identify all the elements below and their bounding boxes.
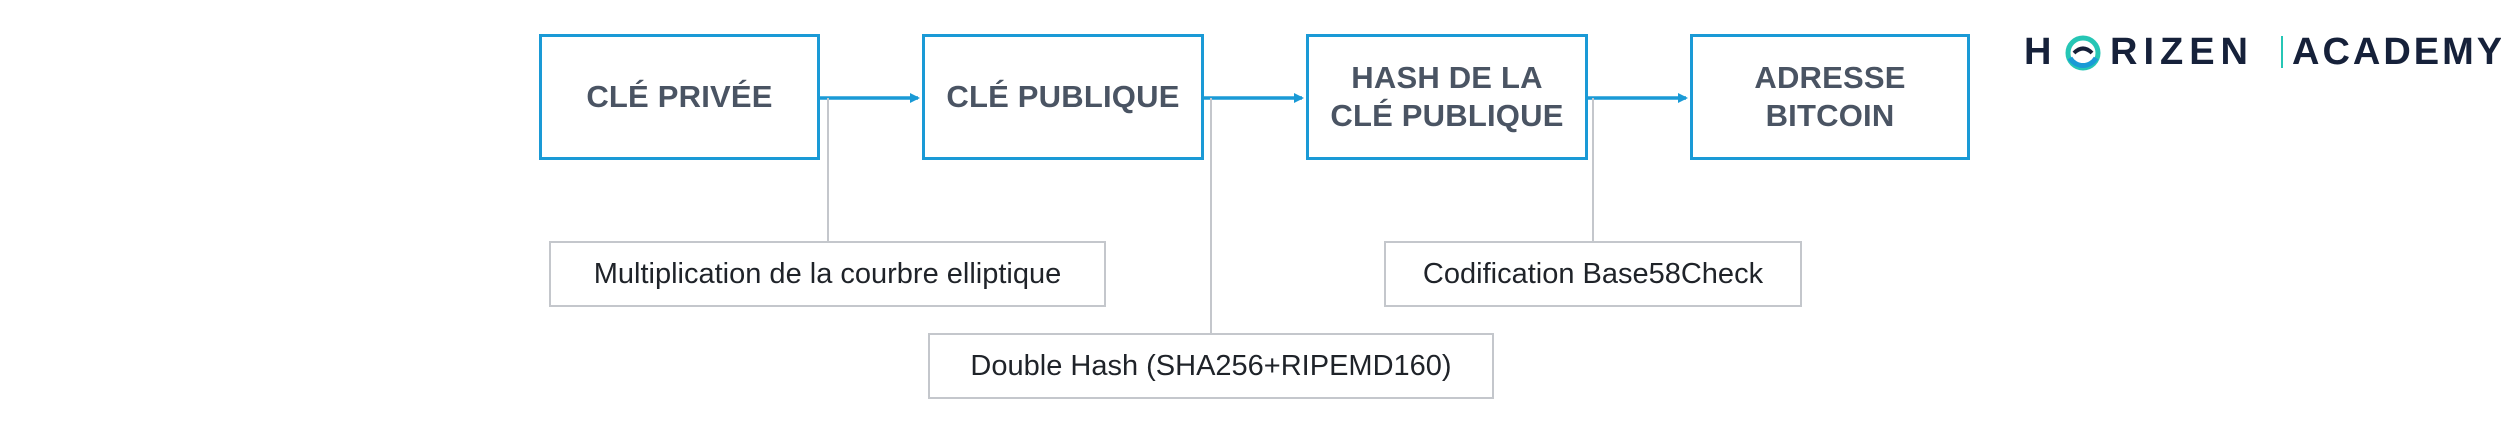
logo-word-rizen: RIZEN (2110, 31, 2254, 73)
horizen-academy-logo: H RIZEN ACADEMY (2024, 28, 2501, 76)
note-double-hash: Double Hash (SHA256+RIPEMD160) (928, 333, 1494, 399)
node-public-key-hash: HASH DE LA CLÉ PUBLIQUE (1306, 34, 1588, 160)
node-public-key-hash-line2: CLÉ PUBLIQUE (1330, 98, 1564, 133)
logo-o-mark-icon (2065, 35, 2101, 71)
logo-divider (2281, 36, 2283, 68)
node-bitcoin-address-line1: ADRESSE (1754, 60, 1906, 95)
note-double-hash-label: Double Hash (SHA256+RIPEMD160) (970, 349, 1452, 382)
node-private-key: CLÉ PRIVÉE (539, 34, 820, 160)
note-elliptic-curve-label: Multiplication de la courbre elliptique (593, 257, 1062, 290)
node-bitcoin-address-line2: BITCOIN (1765, 98, 1895, 133)
node-public-key: CLÉ PUBLIQUE (922, 34, 1204, 160)
note-elliptic-curve: Multiplication de la courbre elliptique (549, 241, 1106, 307)
note-base58check-label: Codification Base58Check (1422, 257, 1764, 290)
node-public-key-hash-line1: HASH DE LA (1351, 60, 1543, 95)
node-private-key-label: CLÉ PRIVÉE (586, 79, 773, 114)
logo-word-academy: ACADEMY (2292, 31, 2501, 73)
node-public-key-label: CLÉ PUBLIQUE (946, 79, 1180, 114)
logo-letter-h: H (2024, 31, 2058, 73)
note-base58check: Codification Base58Check (1384, 241, 1802, 307)
node-bitcoin-address: ADRESSE BITCOIN (1690, 34, 1970, 160)
